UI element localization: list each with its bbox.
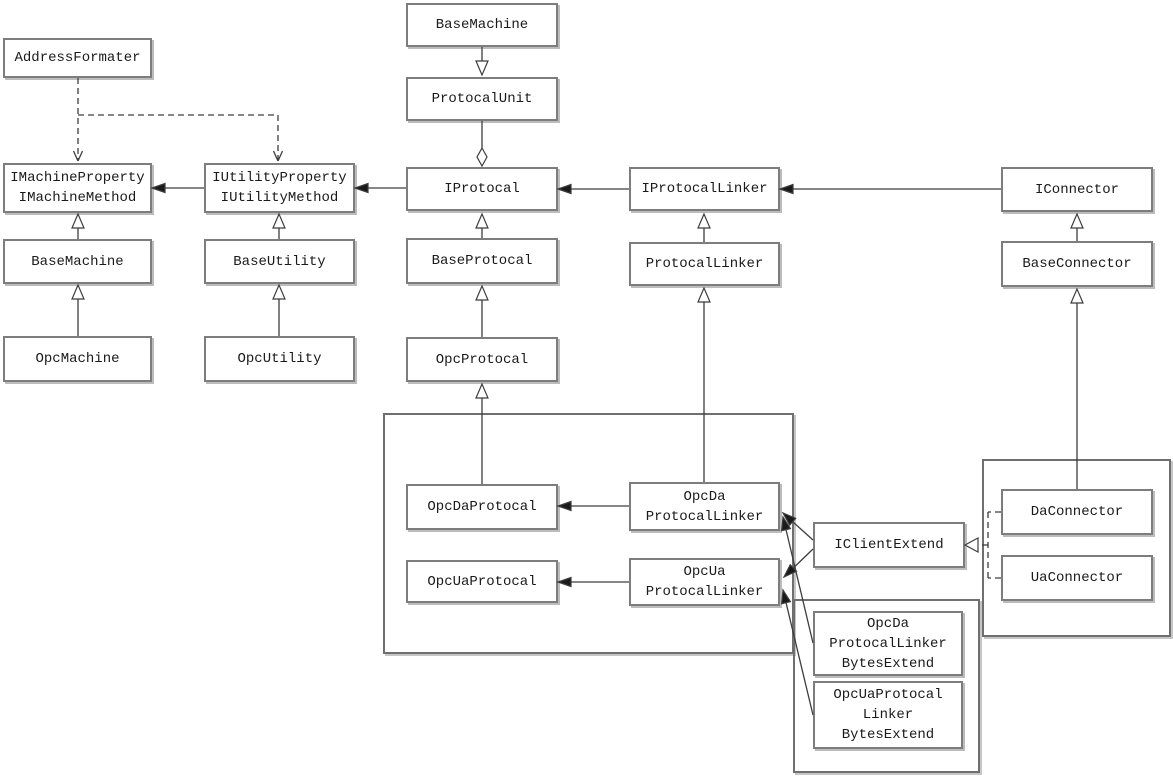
- class-box-opc-da-protocal-linker-bytes-extend: OpcDa ProtocalLinker BytesExtend: [813, 611, 963, 676]
- triangle-down-marker: [475, 60, 489, 77]
- triangle-up-marker: [1070, 212, 1084, 229]
- filled-arrowhead: [353, 182, 369, 194]
- container-connector-group: [982, 459, 1171, 637]
- class-box-protocal-unit: ProtocalUnit: [406, 77, 558, 121]
- open-arrowhead: [272, 150, 279, 162]
- open-arrowhead: [72, 150, 79, 162]
- association-edge: [778, 183, 1001, 195]
- class-box-i-protocal: IProtocal: [406, 167, 558, 211]
- filled-arrowhead: [556, 183, 572, 195]
- diamond-marker: [476, 146, 488, 168]
- open-arrowhead: [277, 150, 284, 162]
- class-box-opc-machine: OpcMachine: [3, 336, 152, 382]
- class-box-protocal-linker: ProtocalLinker: [629, 242, 780, 286]
- class-box-base-machine-top: BaseMachine: [406, 3, 558, 47]
- triangle-up-marker: [475, 284, 489, 301]
- triangle-left-open-marker: [963, 536, 979, 554]
- class-box-opc-da-protocal: OpcDaProtocal: [406, 484, 558, 530]
- triangle-up-marker: [1070, 287, 1084, 304]
- class-box-opc-da-protocal-linker: OpcDa ProtocalLinker: [629, 482, 780, 531]
- association-edge: [353, 182, 406, 194]
- triangle-up-marker: [697, 286, 711, 303]
- dependency-edge: [78, 114, 284, 162]
- triangle-up-marker: [71, 212, 85, 229]
- class-box-da-connector: DaConnector: [1001, 489, 1153, 535]
- triangle-up-marker: [71, 283, 85, 300]
- triangle-up-marker: [475, 212, 489, 229]
- class-box-opc-protocal: OpcProtocal: [406, 337, 558, 382]
- filled-arrowhead: [150, 182, 166, 194]
- class-box-ua-connector: UaConnector: [1001, 555, 1153, 601]
- class-box-base-protocal: BaseProtocal: [406, 238, 558, 284]
- class-box-base-utility: BaseUtility: [204, 239, 355, 284]
- triangle-up-marker: [475, 382, 489, 399]
- class-box-opc-ua-protocal-linker-bytes-extend: OpcUaProtocal Linker BytesExtend: [813, 681, 963, 749]
- triangle-up-marker: [272, 283, 286, 300]
- class-box-opc-ua-protocal: OpcUaProtocal: [406, 560, 558, 603]
- dependency-edge: [72, 78, 84, 162]
- container-opc-protocal-group: [383, 413, 794, 654]
- class-box-i-utility-property-method: IUtilityProperty IUtilityMethod: [204, 163, 355, 213]
- class-box-opc-ua-protocal-linker: OpcUa ProtocalLinker: [629, 558, 780, 606]
- class-box-i-protocal-linker: IProtocalLinker: [629, 167, 780, 211]
- class-box-i-client-extend: IClientExtend: [813, 522, 965, 568]
- open-arrowhead: [77, 150, 84, 162]
- class-box-base-machine-left: BaseMachine: [3, 239, 152, 284]
- triangle-up-marker: [272, 212, 286, 229]
- triangle-up-marker: [697, 212, 711, 229]
- class-box-i-machine-property-method: IMachineProperty IMachineMethod: [3, 163, 152, 213]
- filled-arrowhead: [778, 183, 794, 195]
- class-box-base-connector: BaseConnector: [1001, 241, 1153, 287]
- class-box-address-formater: AddressFormater: [3, 38, 152, 78]
- association-edge: [150, 182, 204, 194]
- class-box-i-connector: IConnector: [1001, 167, 1153, 212]
- class-box-opc-utility: OpcUtility: [204, 336, 355, 382]
- association-edge: [556, 183, 629, 195]
